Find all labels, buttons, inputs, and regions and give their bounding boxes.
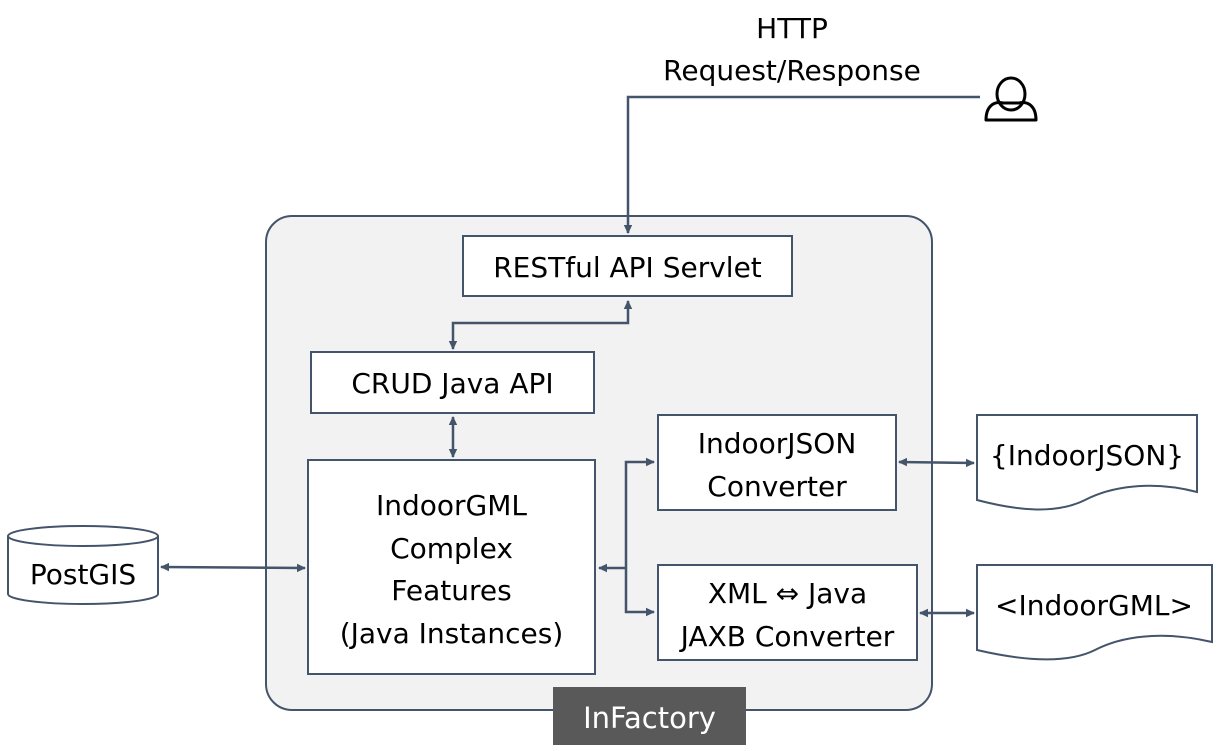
indoorgml-document-label: <IndoorGML> xyxy=(995,589,1193,622)
indoorjson-converter-line: Converter xyxy=(707,470,847,503)
trunk-jaxb-connector xyxy=(624,568,655,617)
crud-java-api-box: CRUD Java API xyxy=(310,351,595,414)
infactory-label-text: InFactory xyxy=(583,701,716,735)
indoorgml-features-line: Features xyxy=(391,574,511,607)
indoorjson-converter-box: IndoorJSON Converter xyxy=(657,414,897,511)
restful-crud-connector xyxy=(448,300,633,350)
restful-api-servlet-label: RESTful API Servlet xyxy=(493,251,762,284)
postgis-features-connector xyxy=(160,562,306,573)
user-icon xyxy=(984,76,1038,122)
indoorjson-document: {IndoorJSON} xyxy=(976,414,1198,511)
crud-java-api-label: CRUD Java API xyxy=(351,367,553,400)
indoorgml-features-box: IndoorGML Complex Features (Java Instanc… xyxy=(307,459,596,675)
indoorjson-converter-line: IndoorJSON xyxy=(698,427,857,460)
infactory-label: InFactory xyxy=(553,687,746,745)
indoorjson-document-label: {IndoorJSON} xyxy=(990,439,1184,472)
indoorgml-features-line: Complex xyxy=(390,532,513,565)
jaxb-converter-box: XML ⇔ Java JAXB Converter xyxy=(657,564,918,661)
postgis-label: PostGIS xyxy=(30,558,136,591)
indoorjson-doc-connector xyxy=(898,457,975,468)
jaxb-converter-line: XML ⇔ Java xyxy=(708,577,867,610)
http-label: HTTP xyxy=(756,12,828,45)
jaxb-converter-line: JAXB Converter xyxy=(679,620,895,653)
indoorgml-features-line: (Java Instances) xyxy=(340,617,564,650)
restful-api-servlet-box: RESTful API Servlet xyxy=(462,235,793,297)
trunk-indoorjson-connector xyxy=(624,457,655,568)
request-response-label: Request/Response xyxy=(663,54,921,87)
http-connector xyxy=(623,95,980,234)
indoorgml-document: <IndoorGML> xyxy=(976,564,1213,661)
indoorgml-features-line: IndoorGML xyxy=(376,489,527,522)
postgis-database: PostGIS xyxy=(7,525,159,605)
